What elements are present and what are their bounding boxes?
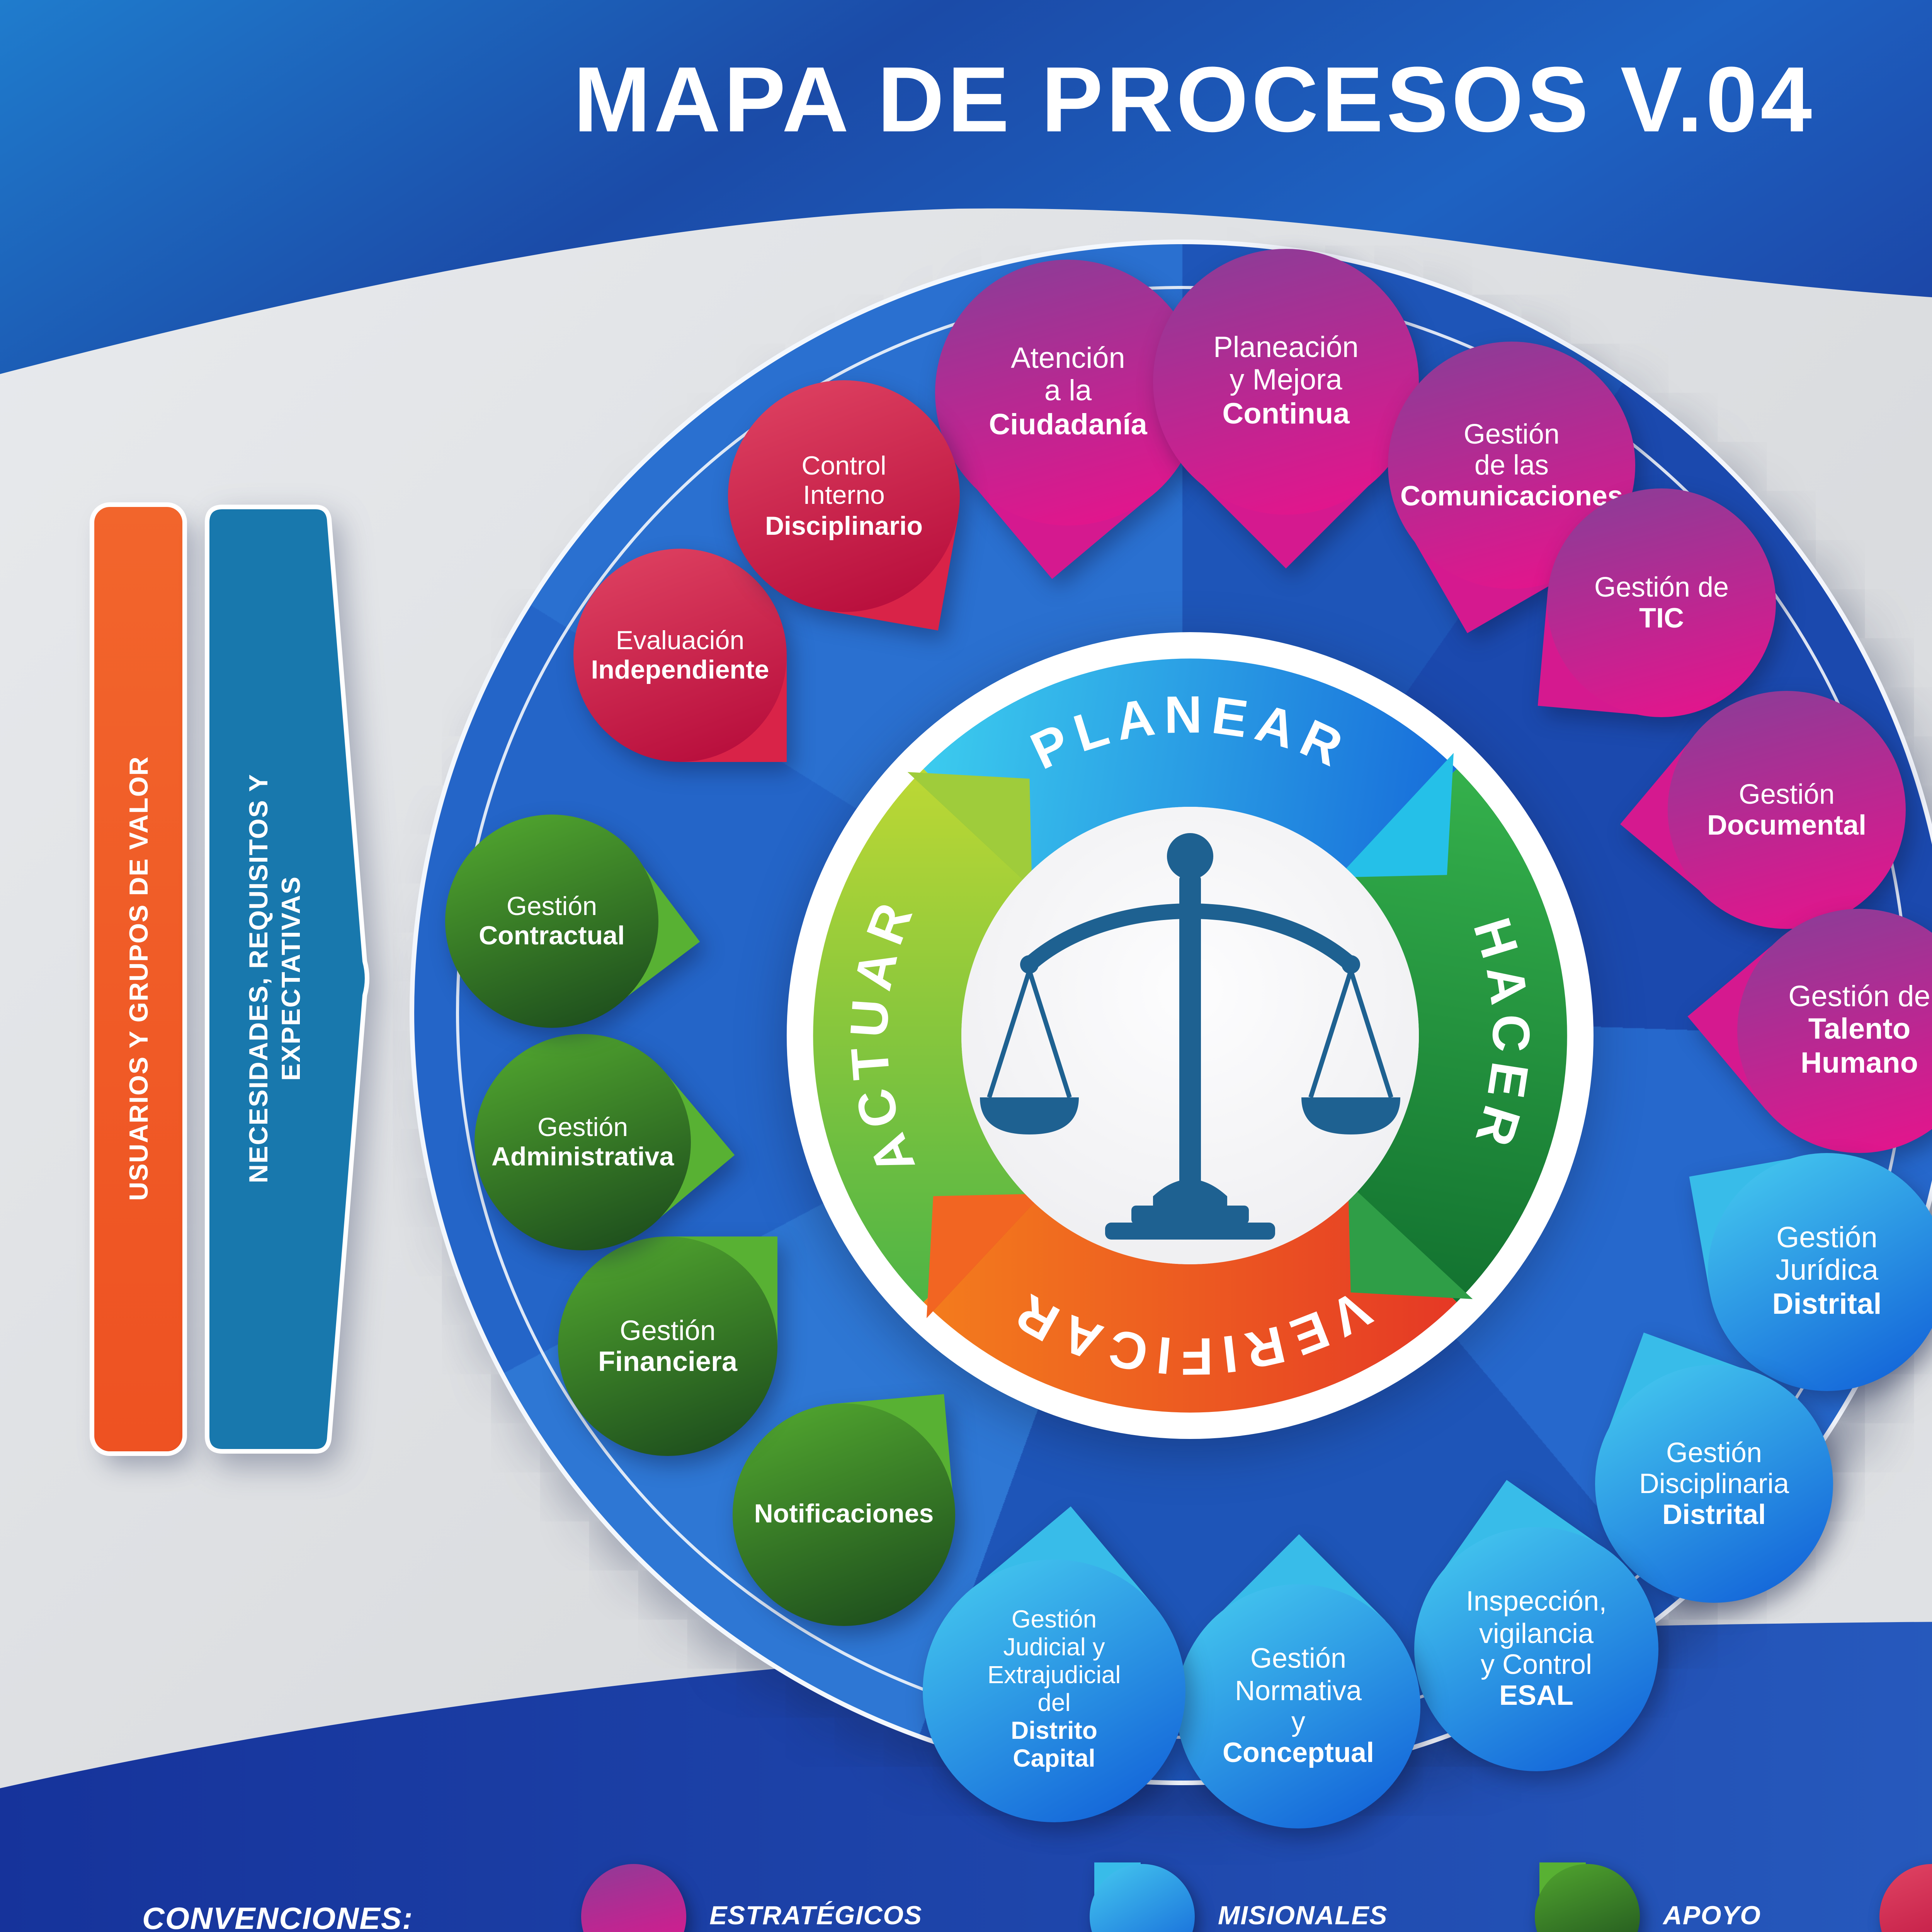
process-drop-shape [1708,1153,1932,1391]
wheel-segment-verificar [923,1197,1457,1413]
process-drop-shape [1668,691,1906,929]
actuar-arrow-icon [907,772,1032,888]
process-drop-shape [558,1236,777,1456]
verificar-arrow-icon [927,1194,1043,1318]
process-drop-shape [1547,488,1776,717]
legend-item-apoyo: APOYO [1535,1862,1761,1932]
legend-item-estrategicos: ESTRATÉGICOS [581,1864,922,1932]
apoyo-drop-icon [1535,1862,1640,1932]
hacer-arrow-icon [1348,1183,1473,1299]
banner-usuarios-grupos-valor: USUARIOS Y GRUPOS DE VALOR [94,507,182,1451]
banner-usuarios-label: USUARIOS Y GRUPOS DE VALOR [124,756,153,1201]
process-drop-shape [445,815,658,1028]
scales-of-justice-icon [980,833,1400,1240]
process-label: Notificaciones [754,1500,934,1529]
wheel-segment-planear [923,658,1457,874]
process-drop-shape [573,549,787,762]
misionales-drop-icon [1090,1862,1195,1932]
legend-label-estrategicos: ESTRATÉGICOS [709,1901,922,1930]
process-drop-shape [733,1403,955,1626]
process-drop-shape [1595,1365,1833,1603]
planear-arrow-icon [1338,753,1454,878]
process-drop-shape [1153,249,1419,515]
process-notificaciones: Notificaciones [733,1395,955,1626]
wheel-segment-actuar [813,769,1029,1302]
process-drop-shape [1737,909,1932,1153]
process-drop-shape [1414,1527,1658,1771]
wheel-segment-hacer [1352,769,1567,1302]
estrategicos-drop-icon [581,1864,686,1932]
legend-item-control: CONTROL Y EVALUACIÓN [1879,1864,1932,1932]
banner-necesidades-label: NECESIDADES, REQUISITOS Y EXPECTATIVAS [244,773,306,1184]
header-wave [0,0,1932,374]
legend-label-apoyo: APOYO [1663,1901,1761,1930]
process-drop-shape [1176,1584,1420,1828]
legend-label-misionales: MISIONALES [1218,1901,1388,1930]
process-drop-shape [728,380,960,612]
process-drop-shape [923,1560,1185,1822]
control-evaluacion-drop-icon [1879,1864,1932,1932]
page-title: MAPA DE PROCESOS V.04 [573,48,1815,151]
legend-heading: CONVENCIONES: [142,1903,413,1932]
pdca-wheel: ACTUAR PLANEAR HACER VERIFICAR [787,632,1594,1439]
process-drop-shape [474,1034,691,1250]
legend-item-misionales: MISIONALES [1090,1862,1388,1932]
